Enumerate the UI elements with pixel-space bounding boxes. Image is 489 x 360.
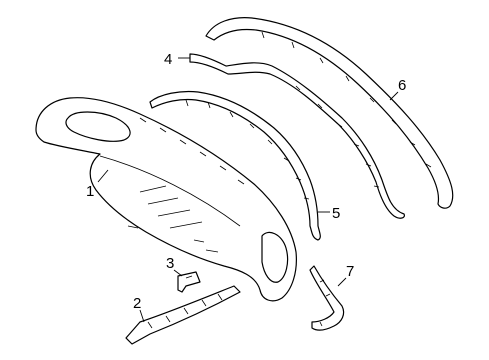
corner-trim-piece — [309, 265, 345, 331]
svg-text:3: 3 — [166, 255, 174, 272]
svg-text:7: 7 — [346, 263, 354, 280]
callout-1: 1 — [86, 169, 109, 200]
callout-4: 4 — [164, 51, 190, 68]
callout-7: 7 — [337, 263, 354, 287]
middle-trim-molding — [149, 90, 321, 241]
svg-text:6: 6 — [398, 77, 406, 94]
outer-trim-molding — [205, 17, 454, 209]
svg-text:2: 2 — [133, 295, 141, 312]
svg-text:1: 1 — [86, 183, 94, 200]
rear-bumper-lower-valance — [35, 97, 297, 302]
callout-3: 3 — [166, 255, 183, 277]
callout-5: 5 — [318, 205, 340, 222]
callout-2: 2 — [133, 295, 145, 323]
lower-trim-strip — [125, 285, 241, 345]
callout-labels: 1 2 3 4 5 6 7 — [86, 51, 406, 323]
mounting-bracket — [177, 271, 201, 293]
callout-6: 6 — [389, 77, 406, 101]
svg-text:5: 5 — [332, 205, 340, 222]
upper-trim-molding — [189, 53, 405, 219]
svg-text:4: 4 — [164, 51, 172, 68]
